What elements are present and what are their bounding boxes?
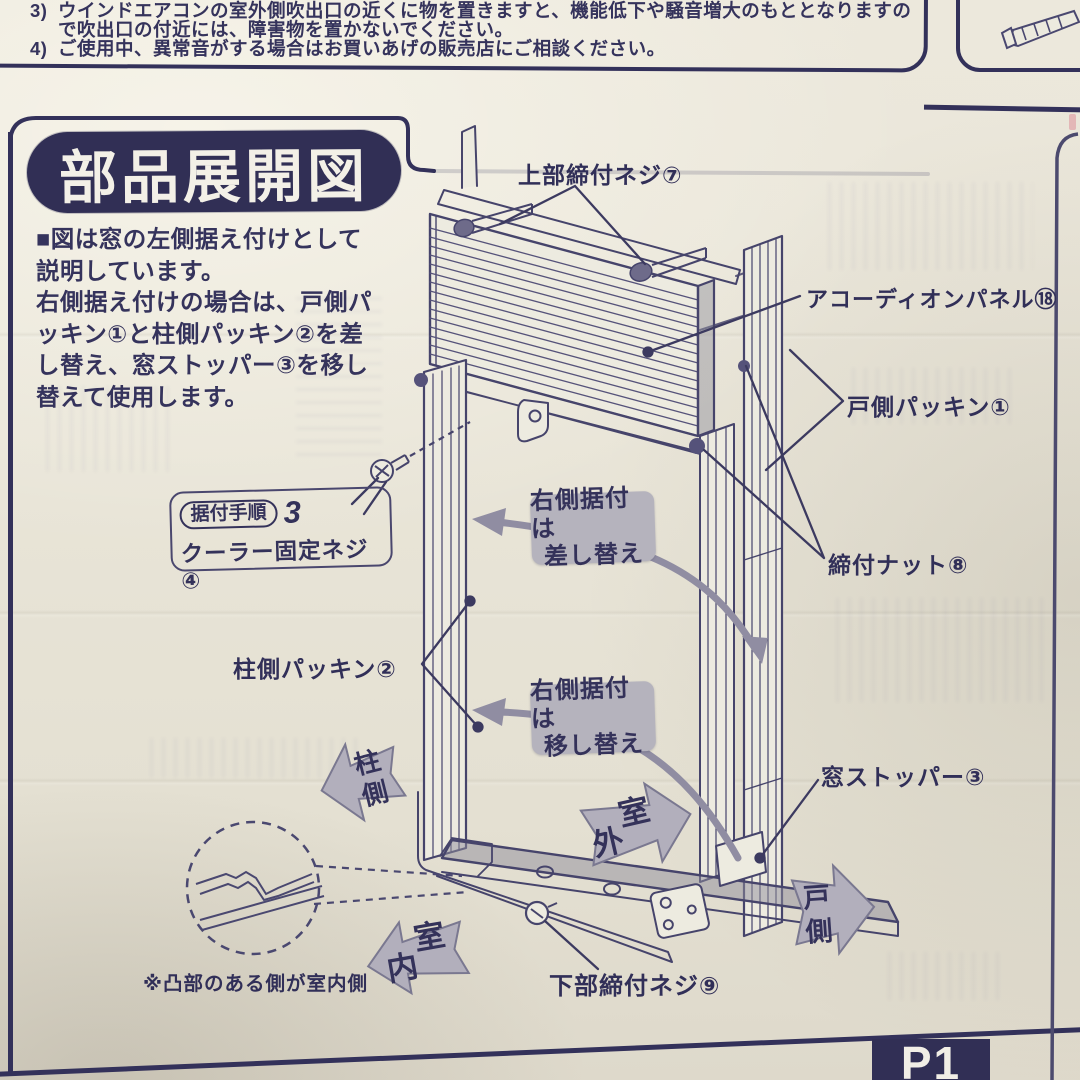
bleedthrough: [46, 386, 174, 472]
label-window-stopper: 窓ストッパー③: [821, 764, 986, 790]
main-section-left-border: [8, 132, 13, 1076]
right-column-divider: [1050, 132, 1079, 1080]
label-tightening-nut: 締付ナット⑧: [828, 552, 969, 578]
label-cooler-screw: クーラー固定ネジ④: [180, 536, 369, 594]
leader-stopper: [758, 778, 820, 860]
bleedthrough: [888, 952, 1008, 1000]
hardware: [370, 203, 750, 926]
section-title: 部品展開図: [58, 143, 370, 211]
step-badge: 据付手順: [179, 499, 278, 530]
arrow-indoor: 室 内: [366, 917, 471, 996]
swap-instruction-box: 右側据付は 差し替え: [530, 485, 657, 571]
arrow-outdoor: 室 外: [579, 781, 692, 867]
direction-arrows: 柱 側 室 外 室 内 戸 側: [320, 741, 876, 996]
desc-text: を差し替え、: [36, 320, 364, 379]
leader-lines: [350, 184, 845, 971]
step-callout-box: 据付手順 3 クーラー固定ネジ④: [168, 486, 394, 594]
paper-crease: [0, 610, 1080, 618]
leader-door-packing: [764, 348, 845, 472]
bleedthrough: [828, 182, 1033, 270]
swap-instruction-line1: 右側据付は: [529, 484, 631, 544]
step-number: 3: [283, 494, 302, 530]
arrow-char: 室: [411, 917, 448, 957]
label-top-screw: 上部締付ネジ⑦: [518, 162, 683, 188]
desc-text: と: [127, 320, 152, 347]
note-item-3: 3) ウインドエアコンの室外側吹出口の近くに物を置きますと、機能低下や騒音増大の…: [30, 0, 930, 40]
page-number-badge: P1: [872, 1039, 990, 1080]
bleedthrough: [836, 598, 1050, 702]
move-instruction-line2: 移し替え: [543, 730, 645, 761]
lower-screw: [524, 900, 558, 926]
note-number: 3): [30, 0, 48, 21]
desc-bold-door-packing: 戸側パッキン①: [36, 289, 372, 347]
arrow-pillar-side: 柱 側: [320, 741, 408, 823]
label-bottom-screw: 下部締付ネジ⑨: [549, 973, 721, 1000]
section-title-banner: 部品展開図: [26, 129, 402, 214]
detail-circle: [185, 820, 469, 956]
pink-print-mark: [1069, 114, 1076, 130]
desc-bold-pillar-packing: 柱側パッキン②: [151, 320, 316, 347]
label-footnote: ※凸部のある側が室内側: [143, 973, 368, 995]
bleedthrough: [150, 738, 360, 778]
usage-notes: 3) ウインドエアコンの室外側吹出口の近くに物を置きますと、機能低下や騒音増大の…: [30, 0, 930, 60]
desc-text: ■図は窓の左側据え付けとして説明しています。 右側据え付けの場合は、: [36, 226, 362, 315]
arrow-door-side: 戸 側: [790, 862, 876, 957]
rail-cross-section: [195, 870, 325, 931]
arrow-char: 側: [804, 916, 834, 948]
rail-fixing-screw: [414, 373, 428, 387]
move-instruction-box: 右側据付は 移し替え: [530, 675, 657, 761]
desc-text: を移し替えて使用します。: [36, 352, 369, 410]
screw-illustration-top-right: [1000, 9, 1080, 50]
note-item-4: 4) ご使用中、異常音がする場合はお買いあげの販売店にご相談ください。: [30, 38, 930, 59]
label-accordion-panel: アコーディオンパネル⑱: [806, 287, 1058, 312]
arrow-char: 外: [589, 822, 627, 863]
note-text: ご使用中、異常音がする場合はお買いあげの販売店にご相談ください。: [58, 38, 666, 59]
note-number: 4): [30, 38, 48, 59]
installation-description: ■図は窓の左側据え付けとして説明しています。 右側据え付けの場合は、戸側パッキン…: [36, 224, 383, 413]
stopper-bracket: [649, 883, 710, 939]
page-number: P1: [900, 1037, 962, 1080]
leader-lower-screw: [543, 919, 600, 971]
leader-accordion: [646, 294, 802, 354]
leader-step-screw: [350, 476, 388, 516]
leader-top-screw: [498, 184, 647, 266]
label-pillar-packing: 柱側パッキン②: [233, 656, 397, 682]
paper-crease: [0, 778, 1080, 786]
upper-screw-right: [629, 247, 707, 282]
leader-nut: [702, 364, 826, 560]
main-section-top-border: [8, 116, 930, 176]
arrow-char: 室: [615, 792, 653, 833]
note-text: ウインドエアコンの室外側吹出口の近くに物を置きますと、機能低下や騒音増大のもとと…: [58, 0, 912, 40]
leader-pillar-packing: [420, 599, 480, 729]
arrow-char: 内: [384, 948, 421, 988]
swap-instruction-line2: 差し替え: [543, 540, 645, 571]
arrow-char: 戸: [802, 882, 831, 914]
label-door-packing: 戸側パッキン①: [847, 394, 1011, 420]
move-instruction-line1: 右側据付は: [529, 674, 631, 734]
tightening-nut: [689, 438, 705, 454]
bleedthrough: [296, 296, 382, 456]
adjacent-section-box: [956, 0, 1080, 72]
desc-bold-window-stopper: 窓ストッパー③: [132, 352, 297, 378]
cooler-fixing-screw: [370, 421, 471, 483]
bleedthrough: [852, 368, 1017, 424]
